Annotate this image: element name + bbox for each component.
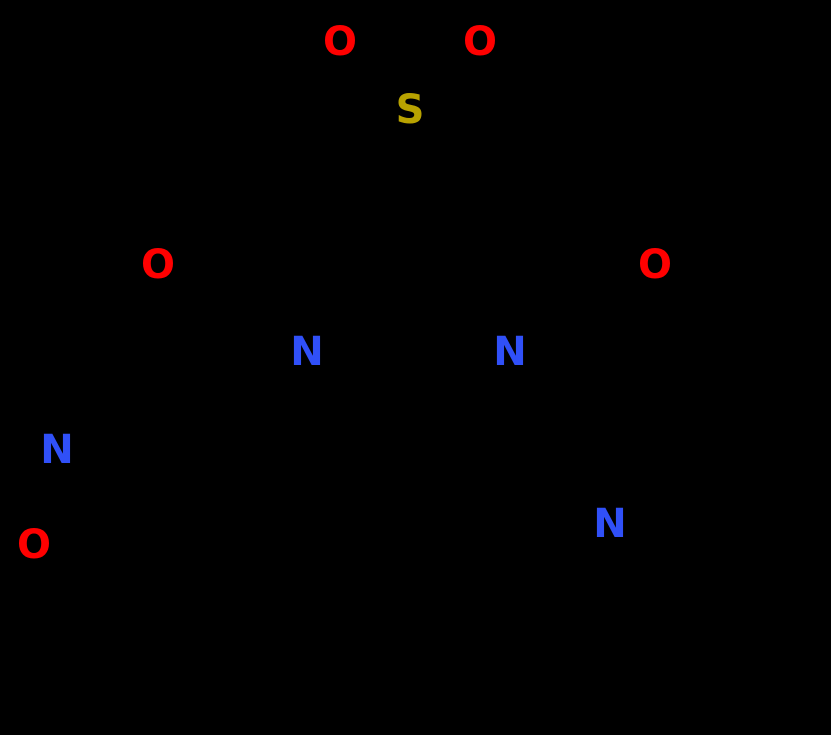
- sulfone-sulfur: S: [395, 87, 425, 133]
- bond-n-ch2-left-lower: [297, 372, 309, 473]
- bond-s-ch2-right: [426, 120, 523, 188]
- bond-ch2-fusion-left: [297, 397, 413, 473]
- bond-aryl-4-5: [607, 597, 703, 643]
- bond-ch2-fusion-right: [407, 397, 513, 473]
- bond-fusion-n-right: [407, 277, 494, 341]
- bond-isoxazole-c5-c3: [132, 377, 233, 458]
- bond-aryl-3-4: [697, 517, 793, 603]
- bond-fusion-n-left: [323, 277, 413, 342]
- bond-c-fusion-right: [407, 277, 523, 288]
- bond-s-ch2-left: [297, 120, 394, 188]
- bond-aryl-n: [626, 457, 703, 514]
- piperazine-nitrogen-right: N: [493, 329, 527, 375]
- bond-isoxazole-o-c5: [48, 487, 93, 532]
- carbonyl-oxygen-left: O: [140, 242, 176, 288]
- sulfone-oxygen-left: O: [322, 19, 358, 65]
- bond-aryl-1-2: [687, 347, 703, 463]
- bond-sulfone-double-right: [420, 52, 470, 100]
- bond-isoxazole-c4-c5: [85, 447, 235, 498]
- bond-n-amide-left: [249, 287, 295, 338]
- bond-aryl-2-3: [697, 457, 793, 523]
- bond-ch2-n-pyrrolidine: [507, 467, 592, 516]
- bond-isoxazole-c3-n: [68, 373, 142, 441]
- bond-sulfone-double-left: [350, 52, 400, 100]
- bond-isoxazole-n-o: [36, 470, 55, 525]
- bond-carbonyl-left: [176, 263, 257, 298]
- pyrrolidine-nitrogen: N: [593, 501, 627, 547]
- isoxazole-nitrogen: N: [40, 427, 74, 473]
- carbonyl-oxygen-right: O: [637, 242, 673, 288]
- bond-amide-isoxazole: [132, 287, 255, 383]
- bond-c-fusion-left: [297, 277, 413, 288]
- bond-n-amide-right: [522, 287, 568, 338]
- isoxazole-oxygen: O: [16, 522, 52, 568]
- bond-amide-aryl: [562, 287, 693, 353]
- bond-carbonyl-right: [560, 263, 637, 298]
- sulfone-oxygen-right: O: [462, 19, 498, 65]
- bond-isoxazole-methyl: [227, 452, 248, 593]
- piperazine-nitrogen-left: N: [290, 329, 324, 375]
